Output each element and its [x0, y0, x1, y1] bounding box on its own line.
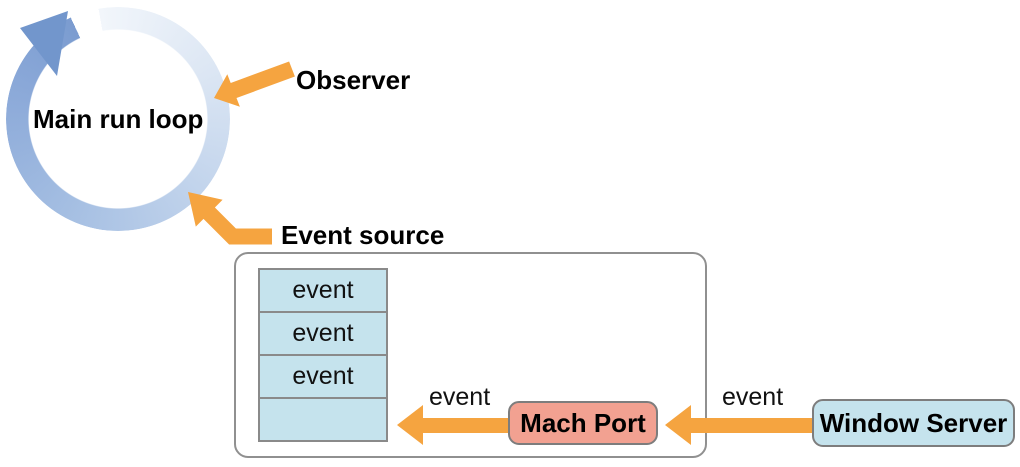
- event-source-label: Event source: [281, 220, 445, 250]
- observer-label: Observer: [296, 65, 411, 95]
- event-source-arrow-icon: [188, 192, 272, 245]
- main-run-loop-label: Main run loop: [33, 104, 204, 134]
- event-label-server-to-mach: event: [722, 383, 784, 411]
- event-queue-cell: event: [258, 354, 388, 399]
- mach-port-box: Mach Port: [508, 401, 658, 445]
- event-queue-cell: event: [258, 268, 388, 313]
- window-server-box: Window Server: [812, 399, 1015, 447]
- event-queue-stack: event event event: [258, 268, 388, 442]
- event-queue-cell: event: [258, 311, 388, 356]
- event-queue-cell-empty: [258, 397, 388, 442]
- event-label-mach-to-queue: event: [429, 383, 491, 411]
